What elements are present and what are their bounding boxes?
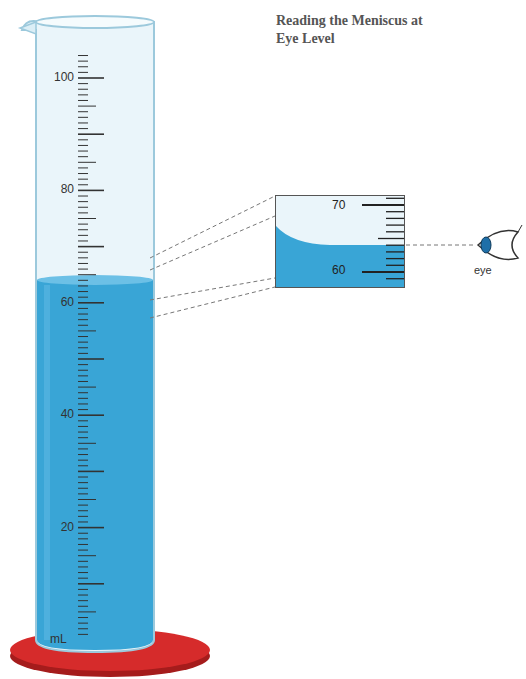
scale-number: 60 — [40, 295, 74, 309]
scale-ticks — [78, 56, 104, 635]
diagram-title: Reading the Meniscus at Eye Level — [276, 12, 446, 47]
scale-number: 40 — [40, 407, 74, 421]
zoom-inset: 70 60 — [275, 195, 405, 288]
inset-liquid — [276, 226, 404, 287]
inset-scale-number: 60 — [332, 263, 345, 277]
inset-scale-number: 70 — [332, 198, 345, 212]
glass-highlight — [44, 285, 50, 640]
inset-glass — [276, 196, 404, 287]
cylinder-glass — [22, 21, 154, 652]
zoom-lines — [150, 196, 476, 318]
eye-icon — [478, 225, 522, 259]
liquid-surface — [37, 275, 153, 285]
unit-label: mL — [50, 632, 78, 646]
cylinder-spout — [20, 22, 36, 34]
scale-number: 100 — [40, 70, 74, 84]
scale-number: 20 — [40, 520, 74, 534]
inset-ticks — [362, 198, 404, 278]
scale-number: 80 — [40, 182, 74, 196]
liquid — [37, 280, 153, 650]
cylinder-rim — [36, 16, 154, 28]
eye-label: eye — [474, 264, 514, 276]
